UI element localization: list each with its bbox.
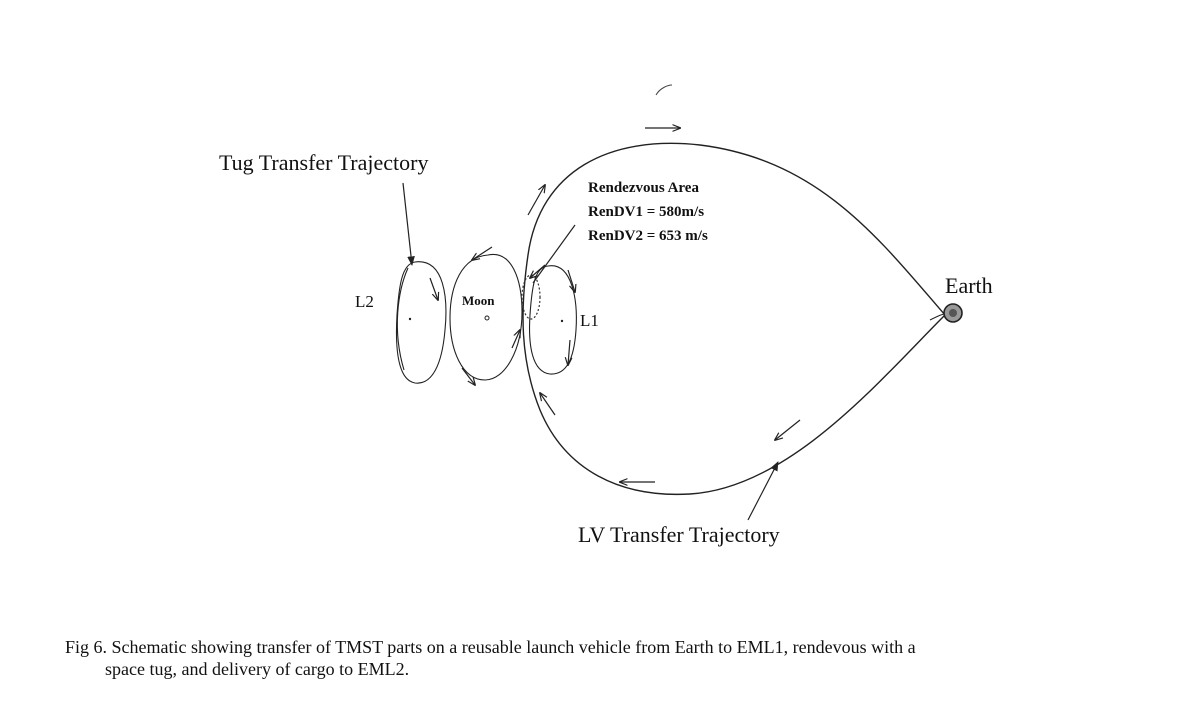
l1-label: L1 xyxy=(580,311,599,330)
figure-caption: Fig 6. Schematic showing transfer of TMS… xyxy=(65,636,1155,680)
earth-label: Earth xyxy=(945,273,993,298)
rendezvous-area-marker xyxy=(521,274,541,320)
earth-icon-inner xyxy=(949,309,957,317)
l2-inner-track xyxy=(396,267,409,371)
caption-line-1: Fig 6. Schematic showing transfer of TMS… xyxy=(65,637,916,657)
l1-point-marker xyxy=(560,319,564,323)
tug-transfer-label: Tug Transfer Trajectory xyxy=(219,150,428,175)
l1-arrow-top xyxy=(567,269,575,292)
moon-label: Moon xyxy=(462,293,495,308)
moon-arrow-bottom xyxy=(461,367,475,385)
tug-pointer-arrow xyxy=(402,182,415,266)
trajectory-arrow-left-up xyxy=(527,185,545,216)
scan-mark xyxy=(655,84,673,96)
l2-point-marker xyxy=(408,317,412,321)
rendezvous-dv1: RenDV1 = 580m/s xyxy=(588,204,704,220)
trajectory-arrow-left-lower xyxy=(540,393,556,416)
l2-label: L2 xyxy=(355,292,374,311)
l2-halo-orbit xyxy=(395,261,447,384)
moon-arrow-top xyxy=(472,246,493,260)
rendezvous-pointer-line xyxy=(532,224,576,284)
l1-arrow-left xyxy=(530,264,546,278)
rendezvous-title: Rendezvous Area xyxy=(588,180,699,196)
lv-transfer-trajectory-path xyxy=(522,142,946,496)
trajectory-arrow-lower-right xyxy=(775,419,801,440)
l1-arrow-bottom xyxy=(568,339,570,365)
rendezvous-dv2: RenDV2 = 653 m/s xyxy=(588,228,708,244)
l1-halo-orbit xyxy=(529,265,577,375)
lv-transfer-label: LV Transfer Trajectory xyxy=(578,522,780,547)
moon-marker xyxy=(484,315,490,321)
caption-line-2: space tug, and delivery of cargo to EML2… xyxy=(105,659,410,679)
moon-loop-orbit xyxy=(449,253,523,381)
lv-pointer-arrow xyxy=(747,461,779,521)
moon-arrow-right xyxy=(511,330,520,349)
l2-arrow xyxy=(429,277,438,300)
